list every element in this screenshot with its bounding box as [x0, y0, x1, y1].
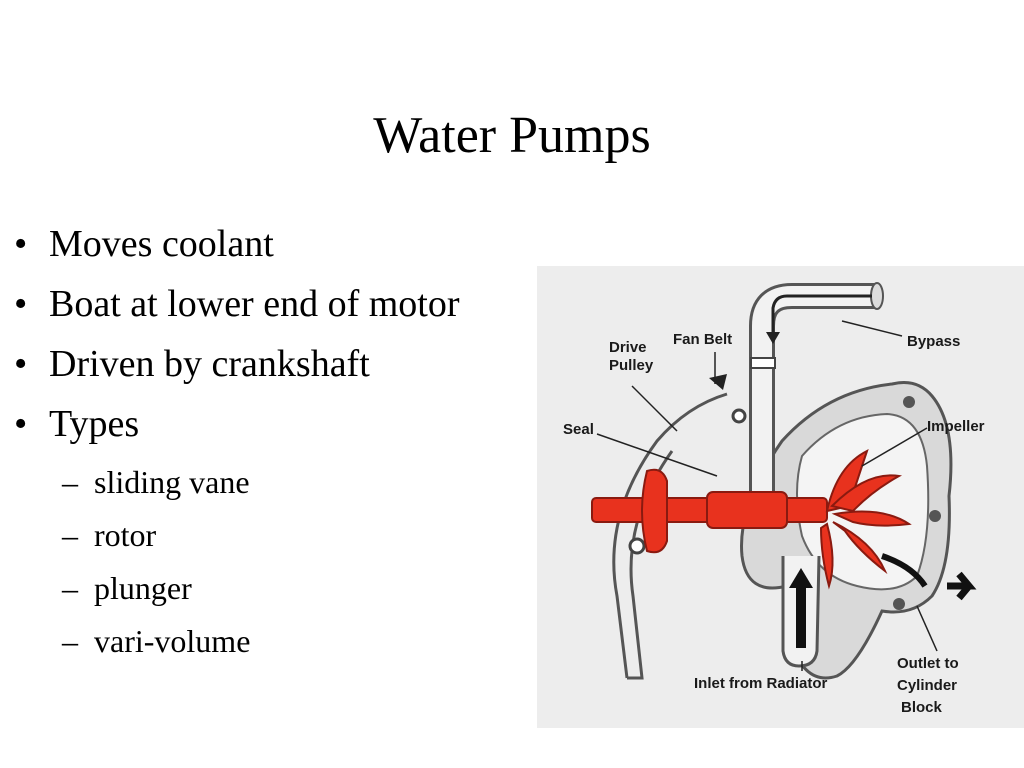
bullet-item: • Types	[14, 398, 614, 458]
housing-bolt	[893, 598, 905, 610]
sub-bullet-item: – rotor	[14, 511, 614, 564]
sub-bullet-text: vari-volume	[94, 623, 251, 659]
label-outlet: Cylinder	[897, 677, 957, 694]
bullet-text: Moves coolant	[49, 223, 274, 265]
bypass-pipe-end	[870, 282, 884, 310]
sub-bullet-marker: –	[62, 464, 78, 500]
slide-title: Water Pumps	[373, 107, 651, 164]
sub-bullet-item: – sliding vane	[14, 458, 614, 511]
pulley-bolt	[731, 408, 747, 424]
fan-belt-arrow-icon	[709, 374, 727, 390]
bullet-marker: •	[14, 223, 28, 265]
bullet-marker: •	[14, 403, 28, 445]
sub-bullet-item: – vari-volume	[14, 617, 614, 670]
bullet-text: Types	[49, 403, 140, 445]
bullet-marker: •	[14, 283, 28, 325]
leader-lines	[596, 320, 938, 671]
bullet-item: • Driven by crankshaft	[14, 338, 614, 398]
bullet-item: • Boat at lower end of motor	[14, 278, 614, 338]
pulley-rim	[612, 392, 728, 679]
bullet-text: Boat at lower end of motor	[49, 283, 460, 325]
bypass-flow-line	[771, 294, 872, 336]
pulley-bolt	[628, 537, 646, 555]
bypass-arrow-icon	[766, 332, 780, 344]
outlet-flow-line	[881, 553, 928, 588]
sub-bullet-text: sliding vane	[94, 464, 250, 500]
housing-bolt	[929, 510, 941, 522]
sub-bullet-marker: –	[62, 570, 78, 606]
outlet-arrow-icon	[947, 571, 977, 601]
sub-bullet-marker: –	[62, 517, 78, 553]
impeller	[819, 449, 912, 590]
bullet-item: • Moves coolant	[14, 218, 614, 278]
label-outlet: Block	[901, 699, 943, 716]
label-inlet: Inlet from Radiator	[694, 675, 828, 692]
sub-bullet-item: – plunger	[14, 564, 614, 617]
label-fan-belt: Fan Belt	[673, 331, 732, 348]
bullet-marker: •	[14, 343, 28, 385]
water-pump-diagram: Drive Pulley Fan Belt Bypass Seal Impell…	[537, 266, 1024, 728]
bullet-text: Driven by crankshaft	[49, 343, 370, 385]
label-impeller: Impeller	[927, 418, 985, 435]
sub-bullet-text: plunger	[94, 570, 192, 606]
seal-housing	[706, 491, 788, 529]
label-seal: Seal	[563, 421, 594, 438]
label-outlet: Outlet to	[897, 655, 959, 672]
bypass-fitting	[750, 357, 776, 369]
inlet-arrow-icon	[789, 568, 813, 588]
label-bypass: Bypass	[907, 333, 960, 350]
pulley-hub	[641, 468, 668, 554]
housing-bolt	[903, 396, 915, 408]
sub-bullet-text: rotor	[94, 517, 157, 553]
sub-bullet-marker: –	[62, 623, 78, 659]
label-drive-pulley: Pulley	[609, 357, 654, 374]
label-drive-pulley: Drive	[609, 339, 647, 356]
bullet-list: • Moves coolant • Boat at lower end of m…	[14, 218, 614, 670]
